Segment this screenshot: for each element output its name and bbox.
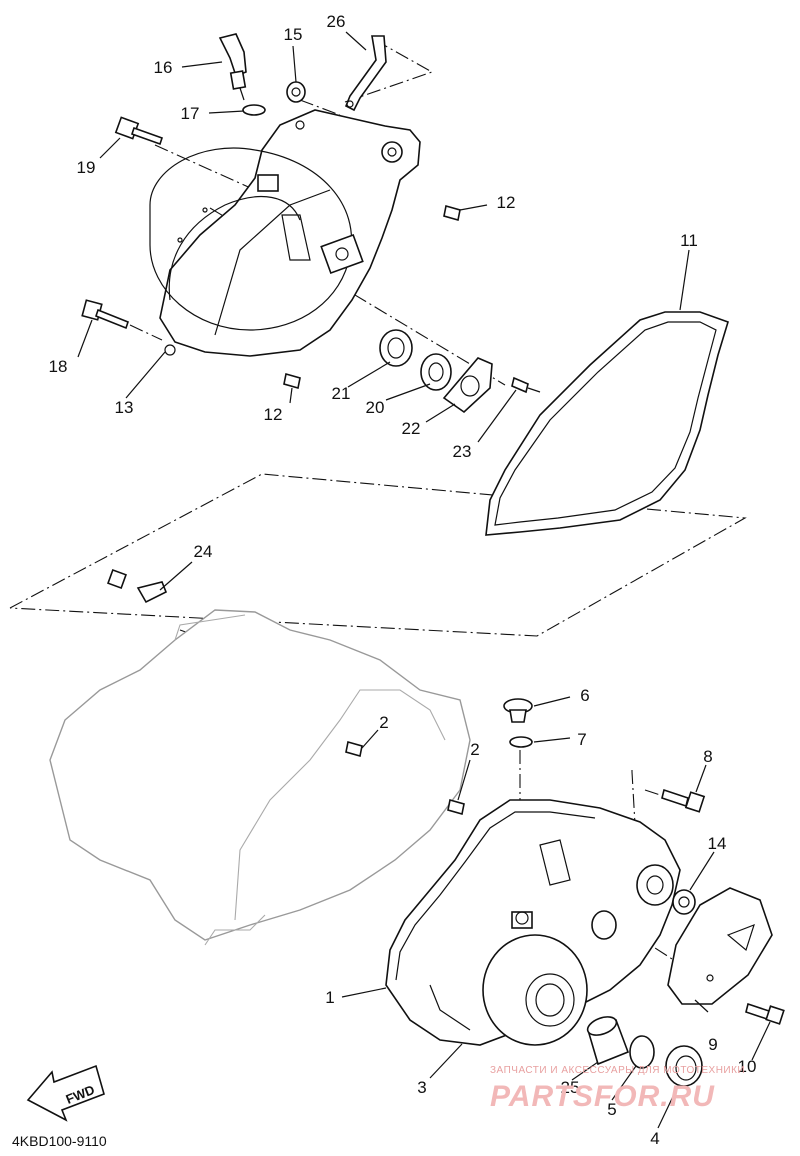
plate-22 bbox=[442, 357, 493, 414]
callout-26: 26 bbox=[327, 12, 346, 31]
sensor-16 bbox=[218, 33, 247, 101]
screw-23 bbox=[511, 376, 541, 394]
fwd-arrow-icon: FWD bbox=[26, 1064, 105, 1122]
dowel-2-b bbox=[447, 798, 465, 816]
bolt-10 bbox=[745, 1002, 785, 1025]
crankcase-cover-lower bbox=[385, 799, 681, 1046]
callout-2-a: 2 bbox=[379, 713, 388, 732]
bolt-18 bbox=[81, 299, 129, 330]
dowel-12-lower bbox=[283, 372, 301, 390]
callout-12-upper: 12 bbox=[497, 193, 516, 212]
oil-seal-21 bbox=[379, 329, 413, 367]
callout-19: 19 bbox=[77, 158, 96, 177]
callout-1: 1 bbox=[325, 988, 334, 1007]
callouts: 26 15 16 17 19 12 11 18 13 12 21 20 22 2… bbox=[49, 12, 757, 1148]
bolt-19 bbox=[114, 116, 164, 146]
callout-3: 3 bbox=[417, 1078, 426, 1097]
callout-15: 15 bbox=[284, 25, 303, 44]
bracket-26 bbox=[344, 35, 387, 112]
screw-24 bbox=[107, 569, 168, 604]
callout-4: 4 bbox=[650, 1129, 659, 1148]
callout-12-lower: 12 bbox=[264, 405, 283, 424]
callout-17: 17 bbox=[181, 104, 200, 123]
callout-2-b: 2 bbox=[470, 740, 479, 759]
collar-15 bbox=[286, 81, 306, 103]
oring-5 bbox=[629, 1035, 655, 1069]
crankcase-cover-upper bbox=[149, 109, 421, 357]
callout-22: 22 bbox=[402, 419, 421, 438]
callout-11: 11 bbox=[680, 231, 698, 250]
callout-10: 10 bbox=[738, 1057, 757, 1076]
plug-6 bbox=[503, 698, 533, 723]
callout-8: 8 bbox=[703, 747, 712, 766]
watermark-tagline: ЗАПЧАСТИ И АКСЕССУАРЫ ДЛЯ МОТОТЕХНИКИ bbox=[490, 1065, 745, 1076]
cover-plate-9 bbox=[667, 887, 773, 1005]
diagram-code: 4KBD100-9110 bbox=[12, 1133, 107, 1149]
callout-21: 21 bbox=[332, 384, 351, 403]
bolt-8 bbox=[661, 788, 706, 813]
engine-outline bbox=[49, 609, 471, 946]
watermark-brand: PARTSFOR.RU bbox=[490, 1080, 715, 1113]
callout-6: 6 bbox=[580, 686, 589, 705]
callout-5: 5 bbox=[607, 1100, 616, 1119]
dowel-2-a bbox=[345, 740, 363, 758]
leader-lines bbox=[77, 31, 771, 1129]
callout-9: 9 bbox=[708, 1035, 717, 1054]
gasket-11 bbox=[485, 311, 729, 536]
callout-18: 18 bbox=[49, 357, 68, 376]
callout-25: 25 bbox=[561, 1078, 580, 1097]
callout-7: 7 bbox=[577, 730, 586, 749]
callout-16: 16 bbox=[154, 58, 173, 77]
collar-25 bbox=[586, 1016, 630, 1066]
callout-20: 20 bbox=[366, 398, 385, 417]
dowel-12-upper bbox=[443, 204, 461, 222]
oring-7 bbox=[509, 736, 533, 748]
callout-23: 23 bbox=[453, 442, 472, 461]
callout-14: 14 bbox=[708, 834, 727, 853]
plug-4 bbox=[665, 1045, 703, 1087]
watermark: ЗАПЧАСТИ И АКСЕССУАРЫ ДЛЯ МОТОТЕХНИКИ PA… bbox=[490, 1065, 745, 1113]
callout-13: 13 bbox=[115, 398, 134, 417]
oring-17 bbox=[242, 104, 266, 116]
bearing-20 bbox=[420, 353, 452, 391]
callout-24: 24 bbox=[194, 542, 213, 561]
collar-14 bbox=[672, 889, 696, 915]
